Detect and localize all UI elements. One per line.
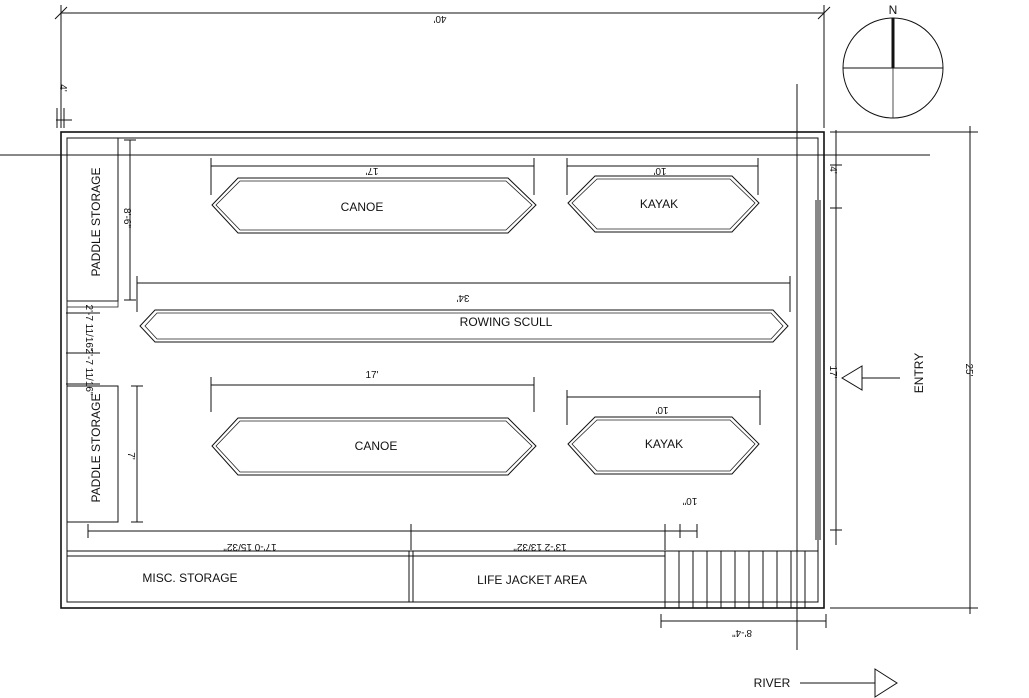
misc-storage-length-label: 17'-0 15/32" [223, 541, 277, 552]
kayak-bottom-length-label: 10' [655, 404, 668, 415]
overall-depth-dimension: 25' [830, 126, 978, 614]
river-arrow: RIVER [754, 668, 898, 698]
stairs-dimension: 8'-4" [660, 614, 827, 638]
life-jacket-area-label: LIFE JACKET AREA [477, 573, 587, 587]
gap-small-label: 10" [682, 495, 697, 506]
kayak-bottom-label: KAYAK [645, 437, 683, 451]
building-walls [60, 131, 825, 609]
entry-wall: 4' 17' [796, 84, 842, 650]
misc-storage-label: MISC. STORAGE [142, 571, 237, 585]
north-compass: N [842, 3, 944, 119]
storage-dimensions: 17'-0 15/32" 13'-2 13/32" [87, 524, 698, 552]
setback-dimension: 4' [56, 84, 72, 128]
paddle-storage-bottom: PADDLE STORAGE 7' [66, 385, 143, 523]
overall-width-dimension: 40' [54, 5, 831, 128]
canoe-top: 17' CANOE [210, 158, 537, 234]
rowing-scull-label: ROWING SCULL [460, 315, 553, 329]
entry-top-small-label: 4' [827, 166, 838, 174]
life-jacket-length-label: 13'-2 13/32" [513, 541, 567, 552]
scull-length-label: 34' [456, 292, 469, 303]
aisle-2-label: 2'-7 11/16" [83, 349, 94, 396]
canoe-top-length-label: 17' [365, 165, 378, 176]
paddle-storage-top: PADDLE STORAGE 8'-6" [66, 137, 136, 308]
kayak-bottom: 10' KAYAK [566, 390, 761, 475]
river-label: RIVER [754, 676, 791, 690]
kayak-top-length-label: 10' [653, 165, 666, 176]
kayak-top: 10' KAYAK [566, 158, 760, 233]
paddle-storage-bottom-label: PADDLE STORAGE [89, 394, 103, 503]
paddle-storage-top-label: PADDLE STORAGE [89, 168, 103, 277]
paddle-bottom-height-label: 7' [125, 452, 136, 460]
entry-label: ENTRY [912, 353, 926, 393]
stairs [665, 550, 818, 608]
aisle-dimensions: 2'-7 11/16" 2'-7 11/16" [66, 305, 100, 396]
overall-width-label: 40' [433, 13, 446, 24]
setback-label: 4' [57, 84, 68, 92]
canoe-bottom: 17' CANOE [210, 370, 537, 476]
aisle-1-label: 2'-7 11/16" [83, 305, 94, 352]
stairs-length-label: 8'-4" [732, 627, 752, 638]
rowing-scull: 34' ROWING SCULL [136, 276, 791, 343]
canoe-bottom-label: CANOE [355, 439, 398, 453]
canoe-bottom-length-label: 17' [365, 370, 378, 381]
north-label: N [889, 3, 898, 17]
entry-arrow: ENTRY [841, 353, 926, 393]
kayak-top-label: KAYAK [640, 197, 678, 211]
paddle-top-height-label: 8'-6" [121, 208, 132, 228]
storage-strip: MISC. STORAGE LIFE JACKET AREA [67, 550, 818, 608]
overall-depth-label: 25' [963, 363, 974, 376]
entry-wall-length-label: 17' [827, 365, 838, 378]
canoe-top-label: CANOE [341, 200, 384, 214]
